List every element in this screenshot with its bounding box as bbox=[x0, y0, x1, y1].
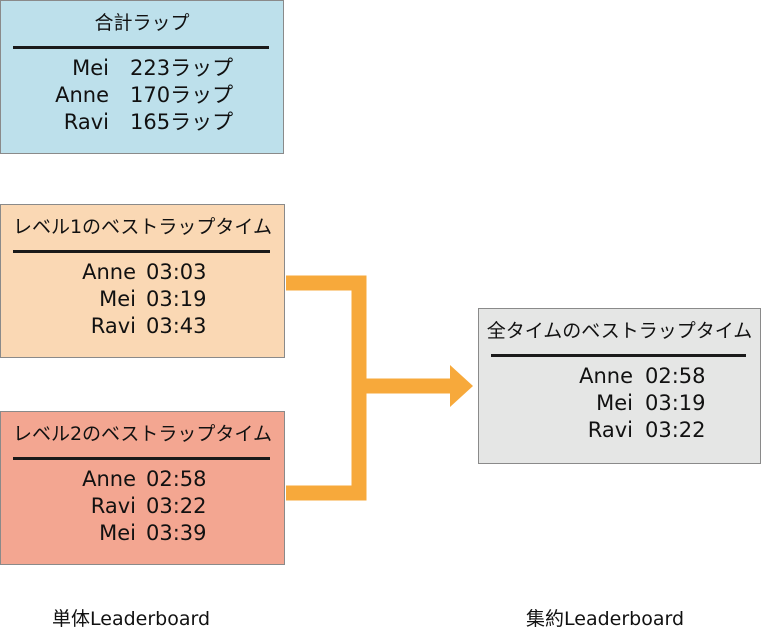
player-time: 03:19 bbox=[645, 391, 706, 415]
board-title: 合計ラップ bbox=[94, 12, 190, 34]
player-name: Anne bbox=[579, 364, 633, 388]
player-score: 223ラップ bbox=[130, 56, 234, 80]
board-row: Ravi 03:22 bbox=[479, 417, 760, 444]
player-score: 170ラップ bbox=[130, 83, 234, 107]
board-row: Ravi 03:22 bbox=[1, 493, 284, 520]
player-time: 03:43 bbox=[146, 314, 207, 338]
player-time: 03:19 bbox=[146, 287, 207, 311]
player-time: 02:58 bbox=[146, 467, 207, 491]
divider bbox=[491, 354, 746, 357]
player-time: 02:58 bbox=[645, 364, 706, 388]
player-name: Mei bbox=[596, 391, 633, 415]
board-row: Anne 170ラップ bbox=[1, 82, 283, 109]
board-row: Anne 02:58 bbox=[1, 466, 284, 493]
board-rows: Anne 02:58 Ravi 03:22 Mei 03:39 bbox=[1, 466, 284, 547]
board-row: Anne 02:58 bbox=[479, 363, 760, 390]
divider bbox=[13, 46, 269, 49]
board-row: Mei 223ラップ bbox=[1, 55, 283, 82]
board-row: Mei 03:39 bbox=[1, 520, 284, 547]
player-name: Mei bbox=[99, 521, 136, 545]
player-time: 03:22 bbox=[146, 494, 207, 518]
player-score: 165ラップ bbox=[130, 110, 234, 134]
board-title: レベル1のベストラップタイム bbox=[12, 216, 273, 238]
divider bbox=[13, 250, 270, 253]
board-row: Mei 03:19 bbox=[479, 390, 760, 417]
single-leaderboard-caption: 単体Leaderboard bbox=[52, 608, 211, 630]
total-laps-board: 合計ラップ Mei 223ラップ Anne 170ラップ Ravi 165ラップ bbox=[0, 0, 284, 154]
board-row: Ravi 03:43 bbox=[1, 313, 284, 340]
board-row: Ravi 165ラップ bbox=[1, 109, 283, 136]
aggregate-leaderboard-caption: 集約Leaderboard bbox=[526, 608, 685, 630]
arrow-head-icon bbox=[450, 365, 473, 407]
player-time: 03:39 bbox=[146, 521, 207, 545]
player-time: 03:22 bbox=[645, 418, 706, 442]
player-name: Ravi bbox=[90, 314, 136, 338]
player-name: Ravi bbox=[90, 494, 136, 518]
player-name: Anne bbox=[82, 260, 136, 284]
player-name: Mei bbox=[99, 287, 136, 311]
player-time: 03:03 bbox=[146, 260, 207, 284]
player-name: Ravi bbox=[587, 418, 633, 442]
board-row: Anne 03:03 bbox=[1, 259, 284, 286]
player-name: Ravi bbox=[63, 110, 109, 134]
board-title: レベル2のベストラップタイム bbox=[12, 423, 273, 445]
player-name: Mei bbox=[72, 56, 109, 80]
board-rows: Anne 02:58 Mei 03:19 Ravi 03:22 bbox=[479, 363, 760, 444]
player-name: Anne bbox=[55, 83, 109, 107]
connector-line bbox=[286, 275, 452, 501]
board-rows: Anne 03:03 Mei 03:19 Ravi 03:43 bbox=[1, 259, 284, 340]
level1-best-lap-board: レベル1のベストラップタイム Anne 03:03 Mei 03:19 Ravi… bbox=[0, 204, 285, 358]
board-title: 全タイムのベストラップタイム bbox=[486, 320, 753, 342]
all-time-best-lap-board: 全タイムのベストラップタイム Anne 02:58 Mei 03:19 Ravi… bbox=[478, 308, 761, 464]
board-row: Mei 03:19 bbox=[1, 286, 284, 313]
level2-best-lap-board: レベル2のベストラップタイム Anne 02:58 Ravi 03:22 Mei… bbox=[0, 411, 285, 565]
player-name: Anne bbox=[82, 467, 136, 491]
divider bbox=[13, 457, 270, 460]
board-rows: Mei 223ラップ Anne 170ラップ Ravi 165ラップ bbox=[1, 55, 283, 136]
